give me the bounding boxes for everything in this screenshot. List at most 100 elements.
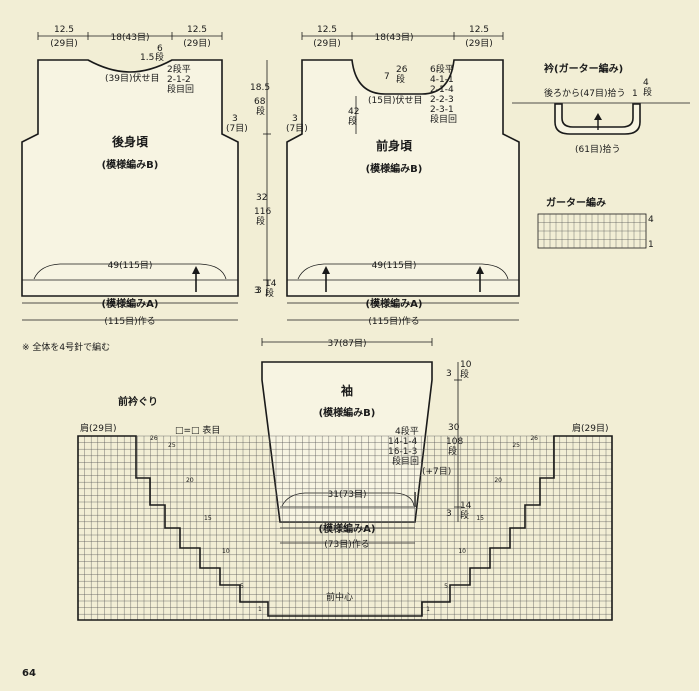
collar-piece: 衿(ガーター編み) 後ろから(47目)拾う 1 4 段 (61目)拾う [512,62,690,155]
sleeve-top-unit: 段 [460,368,469,380]
front-body-rows: 116 [254,207,271,217]
back-neck-dec1: 2段平 [167,63,191,75]
back-neck-dec2: 2-1-2 [167,75,191,85]
page-number: 64 [22,668,36,679]
sleeve-len-cm: 30 [448,423,460,433]
neckline-chart: 前衿ぐり 肩(29目) 肩(29目) □=□ 表目 前中心 26 26 25 25 20… [77,395,613,621]
sleeve-pattern: (模様編みB) [319,406,376,419]
sleeve-width: 31(73目) [328,489,367,500]
collar-title: 衿(ガーター編み) [544,62,623,75]
front-side-unit: 段 [348,115,357,127]
neckline-row-label: 26 [150,435,158,442]
collar-pickup-front: (61目)拾う [575,143,620,155]
sleeve-top-cm: 3 [446,369,452,379]
front-neck-rows: 26 [396,65,408,75]
collar-pickup-back: 後ろから(47目)拾う [544,87,625,99]
front-top-left-cm: 12.5 [317,25,337,35]
collar-rows: 4 [643,78,649,88]
neckline-row-label: 26 [530,435,538,442]
back-top-left-st: (29目) [50,38,77,49]
neckline-title: 前衿ぐり [118,395,158,408]
front-dec-0: 6段平 [430,63,454,75]
back-title: 後身頃 [112,134,149,149]
back-top-center: 18(43目) [111,32,150,43]
back-neck-depth: 1.5 [140,53,154,63]
neckline-row-label: 15 [476,515,484,522]
neckline-legend: □=□ 表目 [175,424,220,436]
back-neck-dec3: 段目回 [167,83,194,95]
sleeve-cast-on: (73目)作る [324,538,369,550]
neckline-row-label: 25 [168,442,176,449]
front-body-piece: 12.5 (29目) 18(43目) 12.5 (29目) 7 26 段 (15… [250,25,520,327]
front-hem-cm: 3 [256,286,262,296]
front-top-right-cm: 12.5 [469,25,489,35]
neckline-row-label: 10 [222,548,230,555]
sleeve-inc-0: 4段平 [395,425,419,437]
neckline-row-label: 1 [258,606,262,613]
back-top-right-st: (29目) [183,38,210,49]
sleeve-top-rows: 10 [460,360,472,370]
collar-cm: 1 [632,89,638,99]
sleeve-top: 37(87目) [328,338,367,349]
neckline-row-label: 10 [458,548,466,555]
garter-row-mark-2: 1 [648,240,654,250]
sleeve-hem-cm: 3 [446,509,452,519]
neckline-center: 前中心 [326,591,353,603]
front-top-left-st: (29目) [313,38,340,49]
knitting-note: ※ 全体を4号針で編む [22,341,110,353]
front-body-cm: 32 [256,193,267,203]
sleeve-piece: 37(87目) 袖 (模様編みB) 4段平 14-1-4 16-1-3 段目回 … [261,338,472,550]
front-hem-pattern: (模様編みA) [366,297,423,310]
front-side-rows: 42 [348,107,359,117]
garter-chart: ガーター編み 4 1 [537,196,654,250]
back-pattern: (模様編みB) [102,158,159,171]
front-hem-unit: 段 [265,287,274,299]
sleeve-len-unit: 段 [448,445,457,457]
front-dec-4: 2-3-1 [430,105,454,115]
collar-unit: 段 [643,86,652,98]
front-shoulder-rows: 68 [254,97,266,107]
front-arm-cm: 3 [292,114,298,124]
sleeve-hem-rows: 14 [460,501,472,511]
back-width: 49(115目) [108,260,153,271]
sleeve-inc-3: 段目回 [392,455,419,467]
front-dec-3: 2-2-3 [430,95,454,105]
back-hem-cm: 3 [254,286,260,296]
front-top-center: 18(43目) [375,32,414,43]
back-hem-pattern: (模様編みA) [102,297,159,310]
front-dec-1: 4-1-1 [430,75,454,85]
back-arm-st: (7目) [226,123,248,134]
neckline-row-label: 20 [186,477,194,484]
front-body-unit: 段 [256,215,265,227]
neckline-row-label: 25 [512,442,520,449]
sleeve-plus: (+7目) [422,466,451,477]
back-neck-bindoff: (39目)伏せ目 [105,72,159,84]
front-shoulder-unit: 段 [256,105,265,117]
front-hem-rows: 14 [265,279,277,289]
neckline-row-label: 15 [204,515,212,522]
front-neck-unit: 段 [396,73,405,85]
front-cast-on: (115目)作る [368,315,419,327]
front-width: 49(115目) [372,260,417,271]
back-cast-on: (115目)作る [104,315,155,327]
back-arm-cm: 3 [232,114,238,124]
front-dec-2: 2-1-4 [430,85,454,95]
sleeve-inc-1: 14-1-4 [388,437,418,447]
neckline-row-label: 20 [494,477,502,484]
garter-title: ガーター編み [546,196,606,209]
neckline-shoulder-right: 肩(29目) [572,422,608,434]
front-dec-5: 段目回 [430,113,457,125]
back-top-left-cm: 12.5 [54,25,74,35]
sleeve-title: 袖 [341,383,353,398]
neckline-shoulder-left: 肩(29目) [80,422,116,434]
sleeve-inc-2: 16-1-3 [388,447,417,457]
front-title: 前身頃 [376,138,413,153]
front-pattern: (模様編みB) [366,162,423,175]
neckline-row-label: 5 [444,583,448,590]
back-neck-rows: 6 [157,44,163,54]
front-top-right-st: (29目) [465,38,492,49]
back-body-piece: 12.5 (29目) 18(43目) 12.5 (29目) 1.5 6 段 (3… [21,25,248,327]
garter-row-mark: 4 [648,215,654,225]
front-neck-cm: 7 [384,72,390,82]
